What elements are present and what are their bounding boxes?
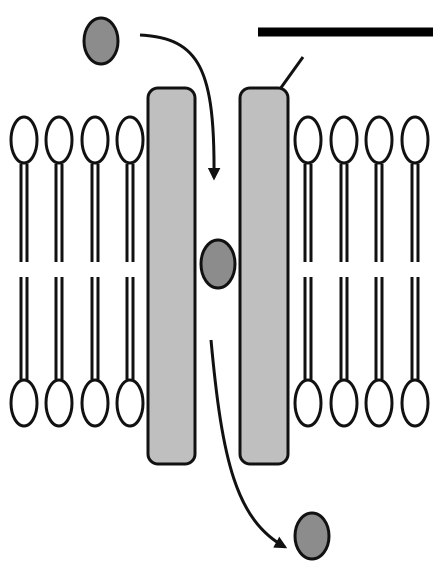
lipid-head xyxy=(117,117,143,163)
lipid-pair xyxy=(11,117,37,426)
lipid-bilayer-left xyxy=(11,117,143,426)
molecule-inside xyxy=(295,513,329,559)
lipid-head xyxy=(11,380,37,426)
lipid-head xyxy=(46,380,72,426)
lipid-head xyxy=(46,117,72,163)
lipid-pair xyxy=(402,117,428,426)
lipid-head xyxy=(331,380,357,426)
lipid-head xyxy=(82,380,108,426)
lipid-pair xyxy=(46,117,72,426)
lipid-head xyxy=(402,117,428,163)
lipid-pair xyxy=(117,117,143,426)
lipid-pair xyxy=(82,117,108,426)
lipid-head xyxy=(11,117,37,163)
molecule-outside xyxy=(84,18,118,64)
lipid-head xyxy=(402,380,428,426)
lipid-bilayer-right xyxy=(295,117,428,426)
lipid-head xyxy=(82,117,108,163)
lipid-head xyxy=(295,380,321,426)
lipid-pair xyxy=(366,117,392,426)
lipid-head xyxy=(117,380,143,426)
lipid-head xyxy=(295,117,321,163)
lipid-head xyxy=(331,117,357,163)
lipid-pair xyxy=(295,117,321,426)
channel-subunit-left xyxy=(148,88,195,464)
lipid-pair xyxy=(331,117,357,426)
molecule-in-channel xyxy=(201,240,235,288)
lipid-head xyxy=(366,380,392,426)
lipid-head xyxy=(366,117,392,163)
channel-subunit-right xyxy=(240,88,288,464)
